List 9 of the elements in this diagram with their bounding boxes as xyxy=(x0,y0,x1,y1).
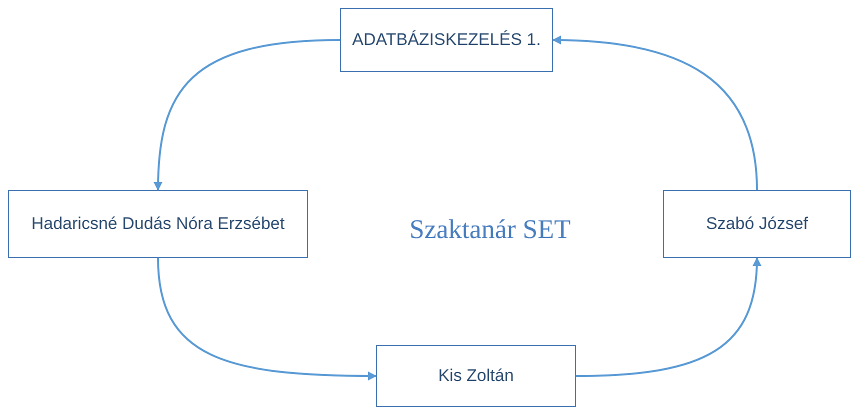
curved-arrow xyxy=(552,36,758,190)
curved-arrow xyxy=(157,258,377,380)
curved-arrow xyxy=(154,39,340,191)
process-box: Hadaricsné Dudás Nóra Erzsébet xyxy=(8,190,308,258)
center-label: Szaktanár SET xyxy=(408,214,572,245)
curved-arrow xyxy=(576,257,762,377)
process-box: Kis Zoltán xyxy=(376,345,576,407)
process-box: Szabó József xyxy=(663,190,851,258)
process-box: ADATBÁZISKEZELÉS 1. xyxy=(340,8,553,72)
